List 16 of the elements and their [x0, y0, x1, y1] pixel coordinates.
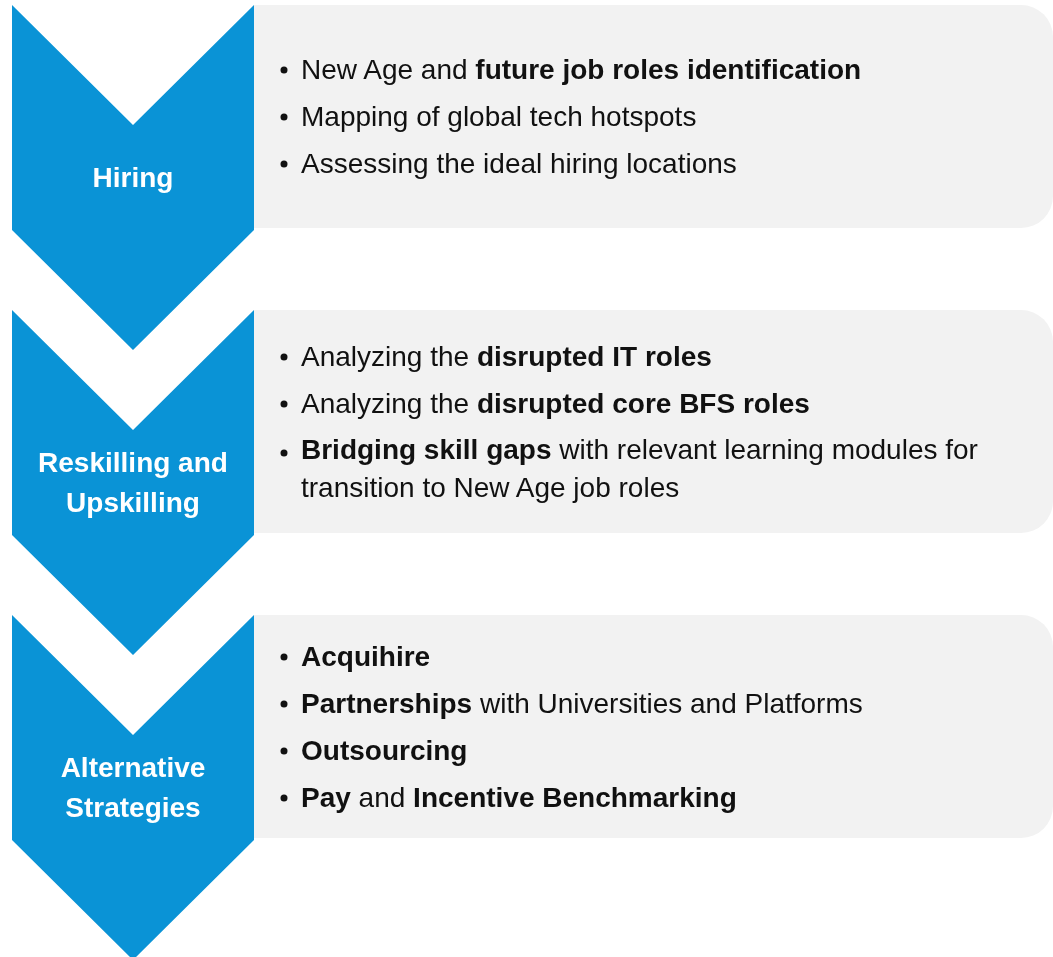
- bullet-text: Mapping of global tech hotspots: [301, 101, 697, 132]
- bullet-text: Analyzing the disrupted core BFS roles: [301, 387, 810, 419]
- bullet-text: New Age and future job roles identification: [301, 54, 862, 85]
- bullet-text: Assessing the ideal hiring locations: [301, 148, 737, 179]
- content-panel: [254, 615, 1053, 838]
- content-panel: [254, 310, 1053, 533]
- content-panel: [254, 5, 1053, 228]
- bullet-text: Pay and Incentive Benchmarking: [301, 781, 737, 813]
- bullet-text: Outsourcing: [301, 734, 468, 766]
- bullet-text: Acquihire: [301, 640, 431, 672]
- stage-label: Alternative Strategies: [59, 750, 207, 825]
- bullet-text: Bridging skill gaps with relevant learning modules for transition to New Age job roles: [301, 433, 978, 503]
- bullet-text: Partnerships with Universities and Platforms: [301, 687, 863, 719]
- stage-label: Hiring: [92, 160, 174, 195]
- bullet-text: Analyzing the disrupted IT roles: [301, 340, 712, 372]
- stage-label: Reskilling and Upskilling: [37, 445, 229, 520]
